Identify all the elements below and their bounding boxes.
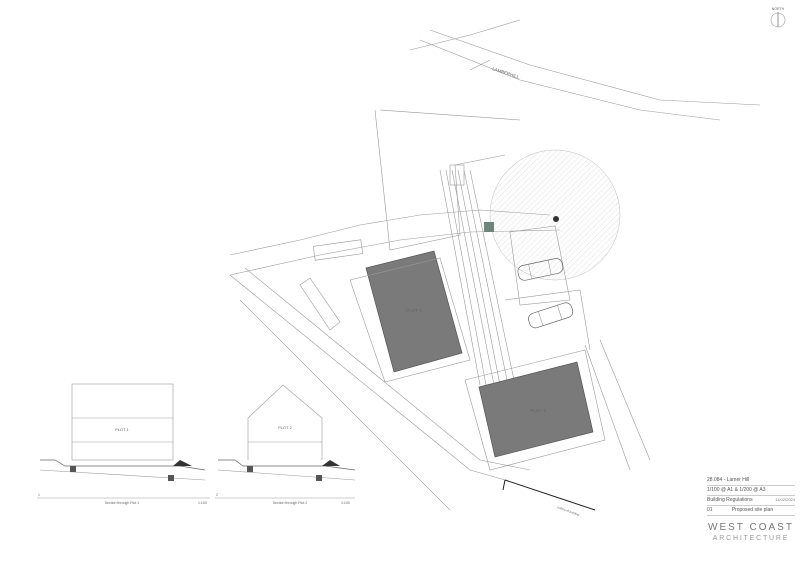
plot-2-label: PLOT 2 [530,408,546,413]
section-2-title: Section through Plot 2 [273,501,307,505]
brand-line-2: ARCHITECTURE [712,535,790,542]
car-1 [517,258,564,281]
section-plot-1 [37,383,210,499]
plot-2-building[interactable] [478,361,594,458]
drawing-status: Building Regulations [707,497,753,503]
boundary-note: outline of building [557,505,581,517]
section-2-number: 2 [216,493,218,497]
plot-1-building[interactable] [365,250,463,373]
plot-1-label: PLOT 1 [406,308,422,313]
tree-trunk-icon [553,216,559,222]
road-lamberhill [409,19,761,121]
section-plot-2 [215,384,356,499]
section-1-number: 1 [38,493,40,497]
north-arrow-icon [770,12,786,28]
section-1-title: Section through Plot 1 [105,501,139,505]
car-2 [528,302,574,329]
drawing-date: 11/02/2024 [775,497,795,502]
title-block: 28.084 - Lamer Hill 1/100 @ A1 & 1/200 @… [707,476,795,542]
section-1-plot-label: PLOT 1 [115,427,129,432]
section-1-scale: 1:100 [198,501,207,505]
drawing-scale: 1/100 @ A1 & 1/200 @ A3 [707,487,766,493]
access-road [439,164,516,386]
drawing-number: 01 [707,507,713,513]
brand-line-1: WEST COAST [708,522,794,533]
road-name: LAMBERHILL [492,66,521,80]
boundary-wall [502,479,596,511]
section-2-plot-label: PLOT 2 [278,425,292,430]
tree-canopy [489,149,621,281]
drawing-title: Proposed site plan [731,507,774,513]
project-name: 28.084 - Lamer Hill [707,477,750,483]
north-label: NORTH [772,7,785,11]
drainage-chamber [484,222,494,232]
road-southwest [229,267,651,511]
section-2-scale: 1:100 [341,501,350,505]
